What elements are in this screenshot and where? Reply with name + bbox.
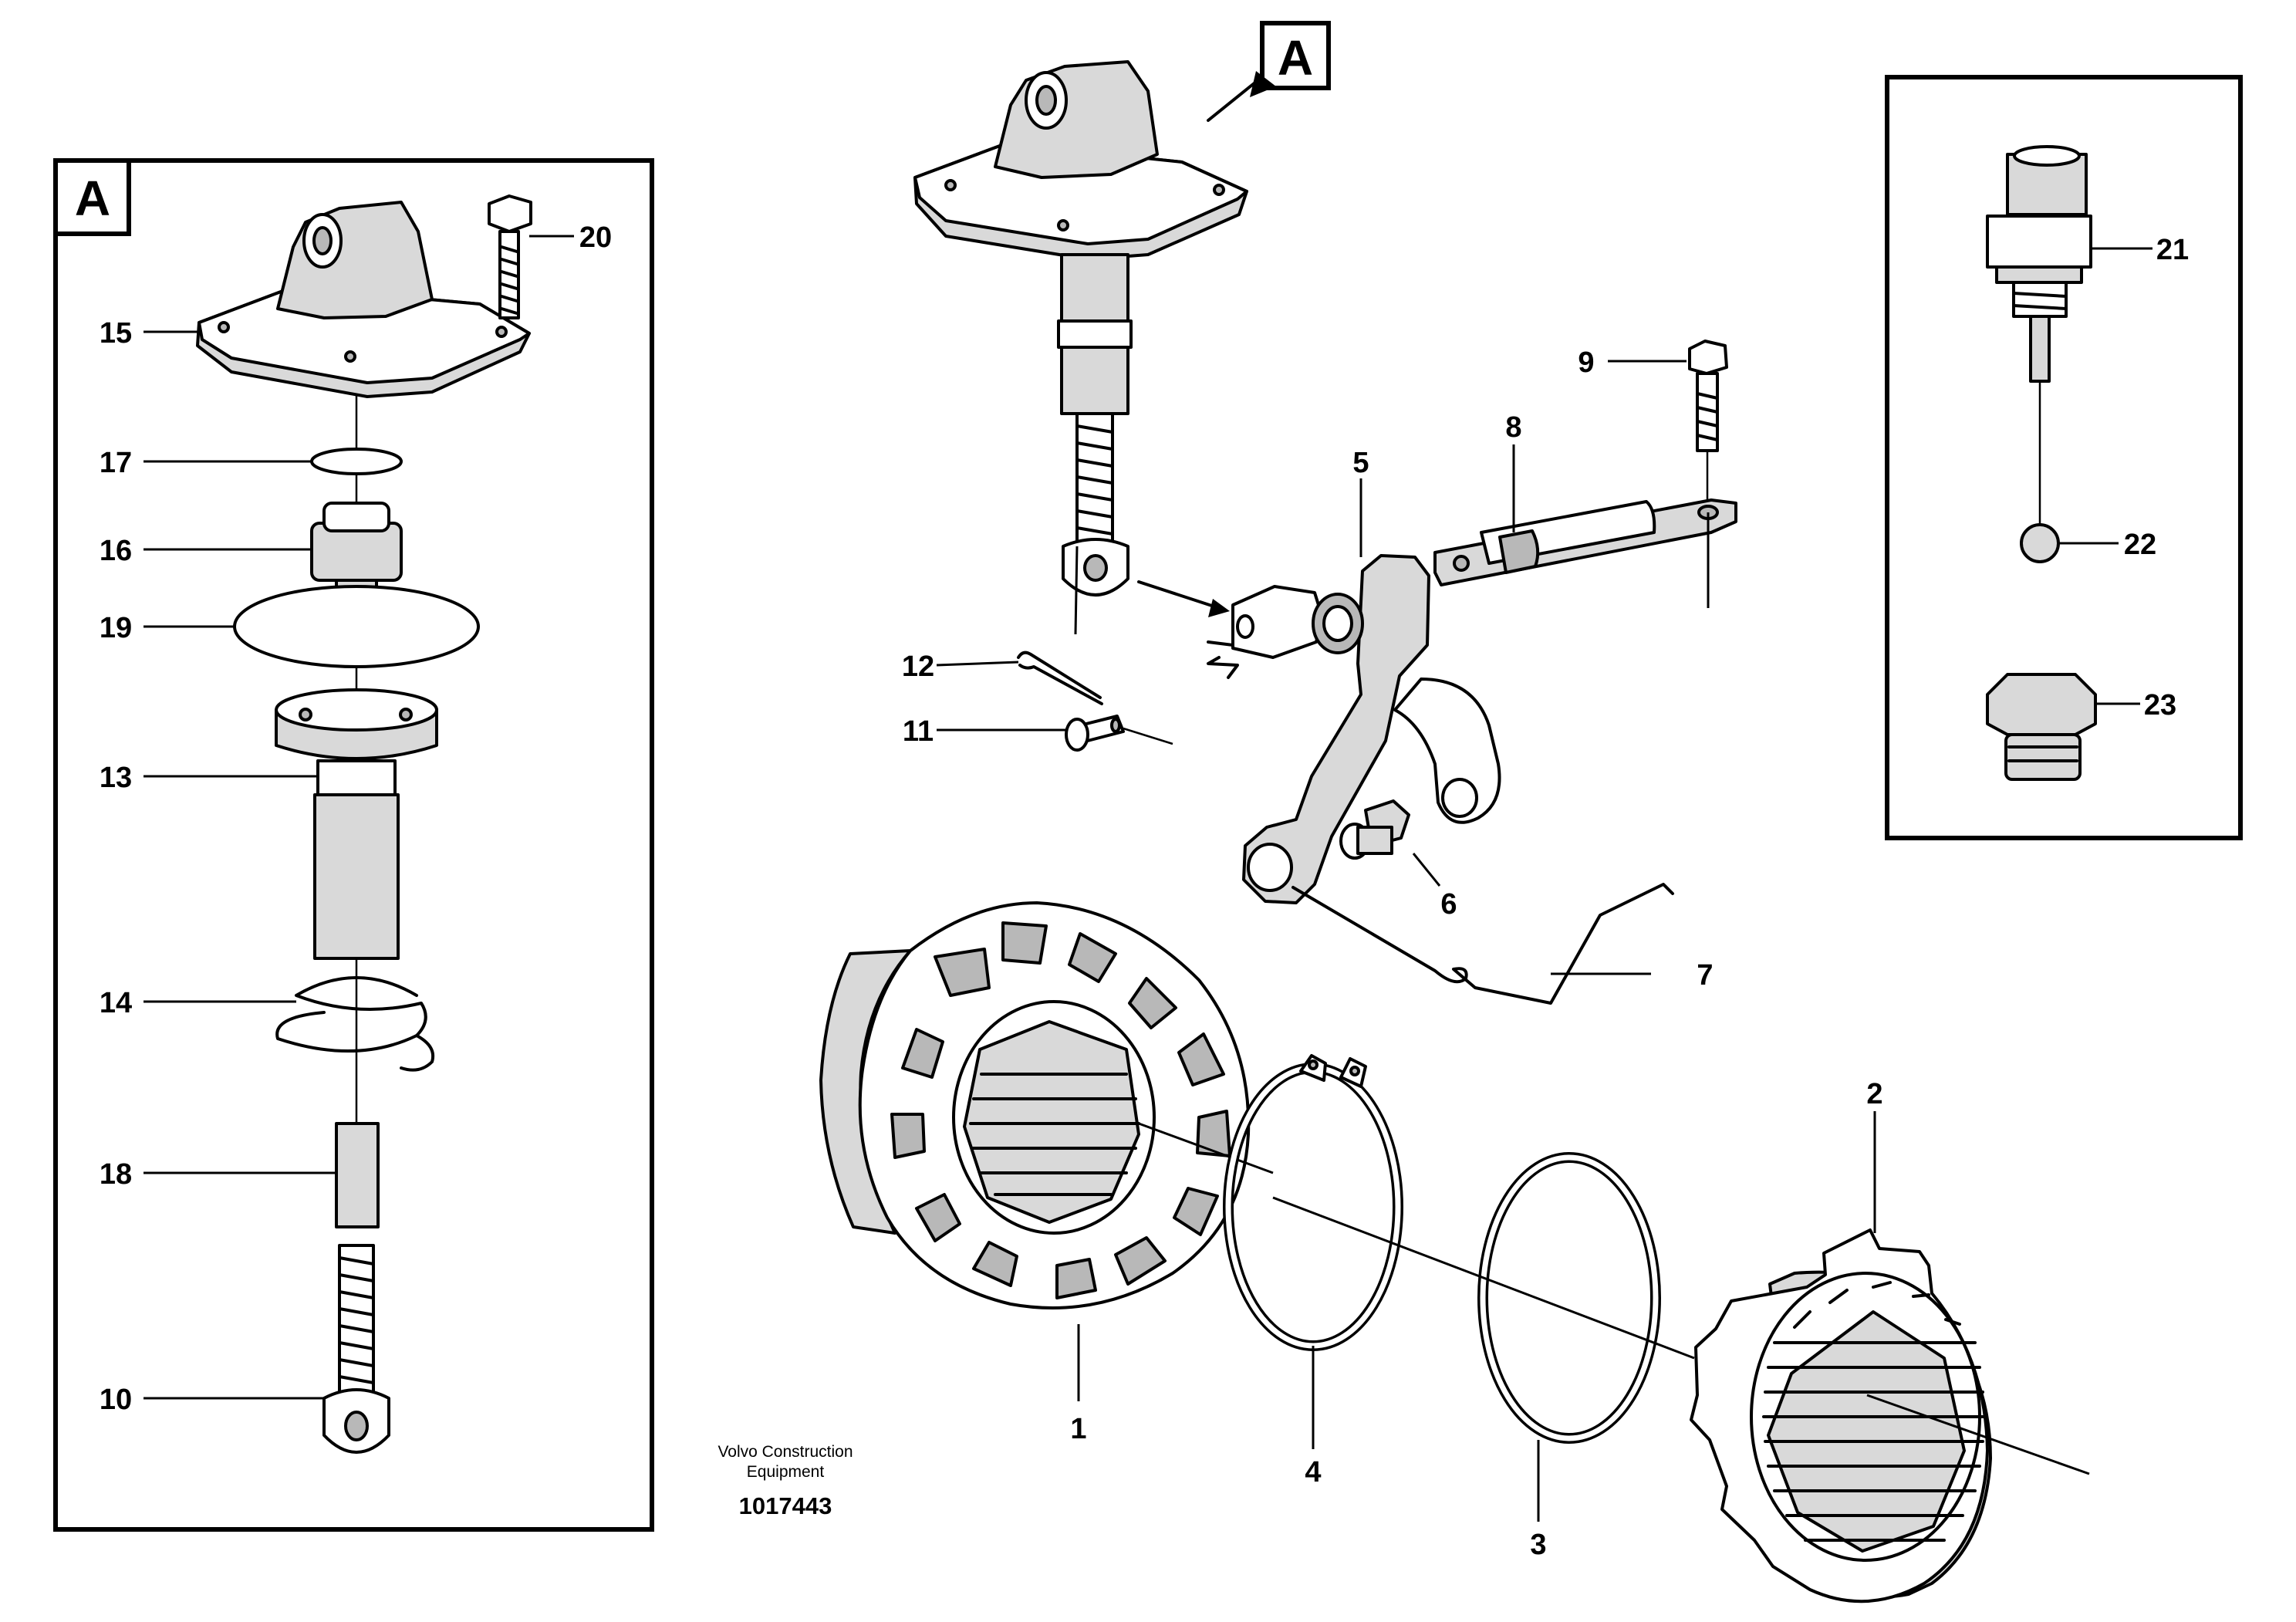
drawing-number: 1017443 [739, 1492, 832, 1519]
callout-labels: 15 17 16 19 13 14 18 10 20 12 11 5 8 9 6… [100, 221, 2189, 1561]
part-10-threaded-rod [322, 1244, 390, 1454]
cover-assembly [913, 60, 1248, 596]
callout-13: 13 [100, 762, 132, 794]
part-2-coupling-ring [1690, 1228, 1992, 1603]
view-arrow-head [1250, 71, 1276, 97]
detail-panel-a: A [53, 158, 654, 1532]
part-9-bolt [1688, 340, 1728, 500]
callout-23: 23 [2144, 689, 2176, 721]
part-7-wire-spring [1292, 883, 1674, 1005]
part-5-shift-fork [1207, 554, 1501, 904]
part-19-seal-ring [233, 585, 480, 668]
main-assembly: A [819, 21, 2090, 1603]
callout-2: 2 [1866, 1078, 1882, 1110]
callout-20: 20 [579, 221, 612, 254]
detail-tag-letter: A [75, 171, 110, 226]
callout-21: 21 [2156, 234, 2189, 266]
main-tag-box [1260, 21, 1331, 90]
part-21-switch [1986, 145, 2092, 525]
callout-4: 4 [1305, 1456, 1321, 1489]
part-6-detent-screw [1339, 799, 1410, 860]
callout-19: 19 [100, 612, 132, 644]
drawing-footer: Volvo Construction Equipment 1017443 [718, 1443, 853, 1519]
callout-16: 16 [100, 535, 132, 567]
callout-5: 5 [1352, 447, 1369, 479]
part-18-sleeve [335, 1122, 380, 1228]
callout-15: 15 [100, 317, 132, 350]
part-12-cotter-pin [1017, 650, 1103, 705]
part-8-lever [1433, 498, 1737, 586]
part-22-ball [2020, 523, 2060, 563]
callout-3: 3 [1530, 1529, 1546, 1561]
callout-7: 7 [1697, 959, 1713, 992]
callout-14: 14 [100, 987, 132, 1019]
coupling-axis [1866, 1394, 2090, 1475]
part-13-piston [275, 688, 438, 960]
main-tag-letter: A [1278, 30, 1313, 86]
part-15-cover [196, 201, 531, 398]
main-leader-lines [936, 360, 1876, 1522]
brand-line-2: Equipment [747, 1463, 825, 1481]
callout-8: 8 [1505, 411, 1521, 444]
callout-1: 1 [1070, 1413, 1086, 1445]
assembly-arrow-shaft [1137, 580, 1221, 610]
ring-axis [1272, 1196, 1695, 1360]
part-17-o-ring [310, 448, 403, 475]
part-4-circlip [1223, 1054, 1403, 1351]
callout-18: 18 [100, 1158, 132, 1191]
part-3-thrust-ring [1477, 1152, 1661, 1444]
callout-6: 6 [1440, 888, 1457, 921]
callout-12: 12 [902, 650, 934, 683]
view-arrow-shaft [1207, 80, 1258, 122]
callout-9: 9 [1578, 346, 1594, 379]
pin-axis [1123, 727, 1173, 745]
sensor-inset-frame [1885, 75, 2243, 840]
part-20-bolt [488, 194, 532, 319]
sleeve-axis [1138, 1122, 1274, 1174]
detail-leader-lines [144, 235, 574, 1400]
assembly-arrow-head [1208, 599, 1230, 617]
part-11-pin [1065, 715, 1125, 752]
part-14-spring [275, 976, 434, 1072]
callout-10: 10 [100, 1384, 132, 1416]
detail-panel-frame [53, 158, 654, 1532]
detail-tag-box [53, 158, 131, 236]
callout-17: 17 [100, 447, 132, 479]
sensor-inset-panel [1885, 75, 2243, 840]
brand-line-1: Volvo Construction [718, 1443, 853, 1461]
part-1-sliding-sleeve [819, 901, 1251, 1309]
part-23-plug [1986, 673, 2097, 781]
callout-22: 22 [2124, 529, 2156, 561]
callout-11: 11 [903, 715, 934, 748]
